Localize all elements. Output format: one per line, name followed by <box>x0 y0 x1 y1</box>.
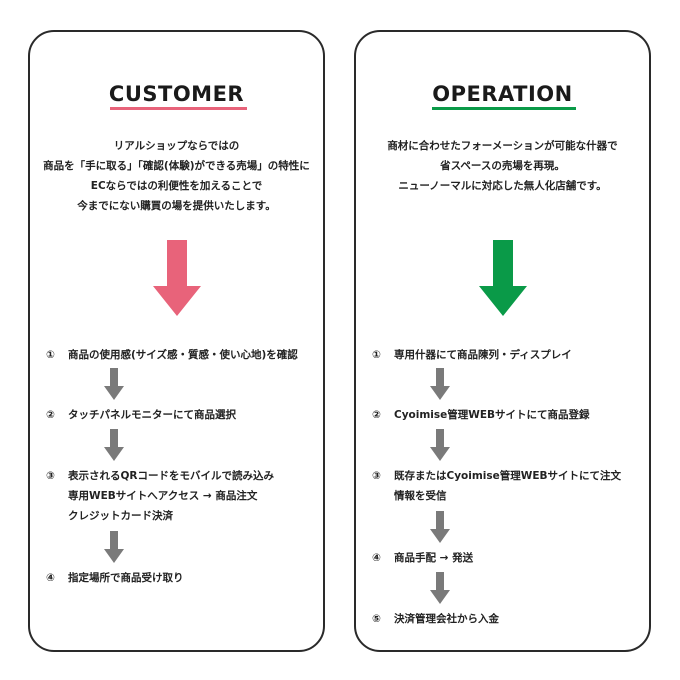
customer-intro-line: 商品を「手に取る」「確認(体験)ができる売場」の特性に <box>43 160 310 172</box>
customer-step-3: ③ 表示されるQRコードをモバイルで読み込み 専用WEBサイトへアクセス → 商品… <box>46 466 315 526</box>
operation-step-5: ⑤ 決済管理会社から入金 <box>372 609 641 629</box>
customer-title: CUSTOMER <box>108 82 245 106</box>
customer-intro-line: ECならではの利便性を加えることで <box>90 180 263 192</box>
step-number: ② <box>46 409 55 421</box>
operation-intro-line: 商材に合わせたフォーメーションが可能な什器で <box>387 140 618 152</box>
customer-title-underline <box>110 107 247 110</box>
step-text: 商品手配 → 発送 <box>394 552 474 564</box>
step-number: ② <box>372 409 381 421</box>
flow-arrow-icon <box>104 531 124 563</box>
operation-panel: OPERATION 商材に合わせたフォーメーションが可能な什器で 省スペースの売… <box>354 30 651 652</box>
step-text: 既存またはCyoimise管理WEBサイトにて注文 <box>394 470 622 482</box>
step-text: 情報を受信 <box>394 490 447 502</box>
operation-title: OPERATION <box>432 82 573 106</box>
step-number: ⑤ <box>372 613 381 625</box>
step-number: ④ <box>372 552 381 564</box>
customer-panel: CUSTOMER リアルショップならではの 商品を「手に取る」「確認(体験)がで… <box>28 30 325 652</box>
operation-title-underline <box>432 107 576 110</box>
flow-arrow-icon <box>430 368 450 400</box>
step-number: ① <box>46 349 55 361</box>
operation-intro-line: ニューノーマルに対応した無人化店舗です。 <box>398 180 607 192</box>
step-text: 決済管理会社から入金 <box>394 613 499 625</box>
customer-step-2: ② タッチパネルモニターにて商品選択 <box>46 405 315 425</box>
flow-arrow-icon <box>430 511 450 543</box>
flow-arrow-icon <box>104 429 124 461</box>
operation-step-3: ③ 既存またはCyoimise管理WEBサイトにて注文 情報を受信 <box>372 466 641 506</box>
step-text: 商品の使用感(サイズ感・質感・使い心地)を確認 <box>68 349 298 361</box>
flow-arrow-icon <box>430 572 450 604</box>
customer-intro-line: リアルショップならではの <box>113 140 240 152</box>
customer-intro: リアルショップならではの 商品を「手に取る」「確認(体験)ができる売場」の特性に… <box>30 136 323 216</box>
step-text: Cyoimise管理WEBサイトにて商品登録 <box>394 409 590 421</box>
operation-step-2: ② Cyoimise管理WEBサイトにて商品登録 <box>372 405 641 425</box>
operation-step-1: ① 専用什器にて商品陳列・ディスプレイ <box>372 345 641 365</box>
step-number: ④ <box>46 572 55 584</box>
operation-down-arrow-icon <box>478 240 527 316</box>
step-text: 指定場所で商品受け取り <box>68 572 184 584</box>
operation-intro-line: 省スペースの売場を再現。 <box>440 160 565 172</box>
step-text: 表示されるQRコードをモバイルで読み込み <box>68 470 275 482</box>
step-text: タッチパネルモニターにて商品選択 <box>68 409 236 421</box>
step-number: ③ <box>46 470 55 482</box>
flow-arrow-icon <box>104 368 124 400</box>
step-text: 専用WEBサイトへアクセス → 商品注文 <box>68 490 258 502</box>
step-number: ① <box>372 349 381 361</box>
step-text: 専用什器にて商品陳列・ディスプレイ <box>394 349 572 361</box>
customer-down-arrow-icon <box>152 240 201 316</box>
customer-step-4: ④ 指定場所で商品受け取り <box>46 568 315 588</box>
flow-arrow-icon <box>430 429 450 461</box>
customer-step-1: ① 商品の使用感(サイズ感・質感・使い心地)を確認 <box>46 345 315 365</box>
customer-intro-line: 今までにない購買の場を提供いたします。 <box>77 200 276 212</box>
operation-intro: 商材に合わせたフォーメーションが可能な什器で 省スペースの売場を再現。 ニューノ… <box>356 136 649 196</box>
step-text: クレジットカード決済 <box>68 510 173 522</box>
step-number: ③ <box>372 470 381 482</box>
operation-step-4: ④ 商品手配 → 発送 <box>372 548 641 568</box>
